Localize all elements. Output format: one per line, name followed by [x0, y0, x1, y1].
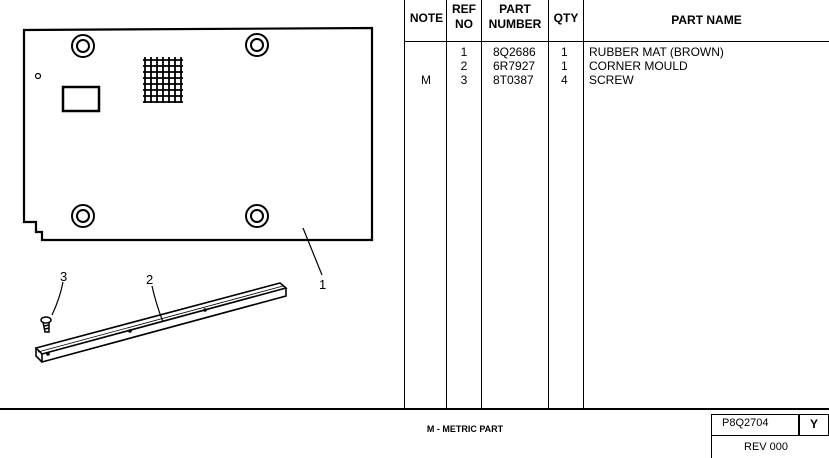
corner-mould-strip [34, 282, 288, 364]
mat-grid-vent [143, 57, 183, 103]
row-part-number: 8T0387 [493, 73, 534, 87]
header-divider [404, 41, 829, 42]
metric-legend: M - METRIC PART [426, 424, 504, 434]
row-ref: 2 [460, 59, 468, 73]
header-part-number: PART NUMBER [488, 2, 542, 31]
row-part-name: SCREW [589, 73, 634, 87]
row-ref: 3 [460, 73, 468, 87]
revision-box [711, 436, 828, 458]
rubber-mat-outline [22, 26, 374, 242]
callout-1: 1 [319, 277, 327, 292]
leader-line-2 [151, 285, 164, 323]
row-part-name: RUBBER MAT (BROWN) [589, 45, 724, 59]
leader-line-1 [302, 227, 323, 276]
header-qty: QTY [553, 11, 579, 25]
footer-divider [0, 408, 829, 410]
row-qty: 4 [561, 73, 568, 87]
page-letter: Y [809, 417, 818, 431]
row-qty: 1 [561, 45, 568, 59]
page-footer: M - METRIC PART P8Q2704 Y REV 000 [0, 408, 829, 458]
header-ref-no: REF NO [452, 2, 476, 31]
column-divider [481, 0, 482, 408]
callout-2: 2 [146, 272, 154, 287]
mat-boss-bottom-right [245, 204, 269, 228]
exploded-view-drawing [22, 26, 374, 364]
parts-illustration: 1 2 3 [0, 0, 400, 405]
column-divider [446, 0, 447, 408]
doc-number-box [711, 414, 799, 436]
mat-boss-bottom-left [71, 204, 95, 228]
header-note: NOTE [409, 11, 444, 25]
mat-rect-cutout [61, 85, 101, 113]
header-part-name: PART NAME [671, 13, 742, 27]
column-divider [583, 0, 584, 408]
screw-part [40, 316, 52, 333]
mat-boss-top-right [245, 33, 269, 57]
doc-number: P8Q2704 [722, 417, 769, 429]
mat-small-hole [34, 72, 42, 80]
row-part-number: 8Q2686 [493, 45, 536, 59]
row-ref: 1 [460, 45, 468, 59]
callout-3: 3 [60, 269, 68, 284]
revision: REV 000 [744, 441, 789, 453]
row-note: M [421, 73, 431, 87]
parts-list-table: NOTE REF NO PART NUMBER QTY PART NAME 1 … [404, 0, 829, 408]
mat-boss-top-left [71, 34, 95, 58]
leader-line-3 [51, 281, 64, 316]
row-part-name: CORNER MOULD [589, 59, 688, 73]
column-divider [548, 0, 549, 408]
row-part-number: 6R7927 [493, 59, 536, 73]
row-qty: 1 [561, 59, 568, 73]
table-border-left [404, 0, 405, 408]
